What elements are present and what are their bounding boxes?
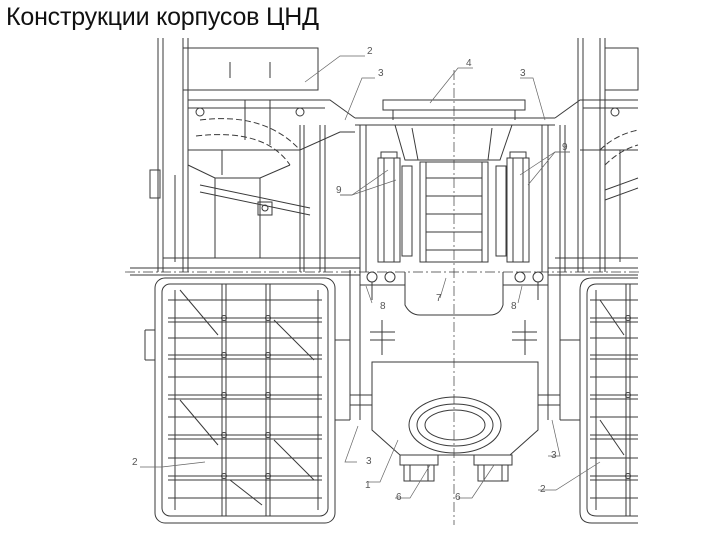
center-upper-body: [355, 99, 555, 272]
left-upper-frame: [130, 38, 360, 276]
right-lower-casing: [560, 277, 638, 524]
center-lower-body: [349, 270, 561, 456]
center-axis: [125, 70, 640, 525]
callout-2-top: 2: [367, 46, 373, 57]
callout-9-right: 9: [562, 142, 568, 153]
callout-4-top: 4: [466, 58, 472, 69]
callout-1: 1: [365, 480, 371, 491]
right-upper-frame: [548, 38, 639, 276]
callout-6-left: 6: [396, 492, 402, 503]
slide-title: Конструкции корпусов ЦНД: [6, 3, 319, 31]
callout-6-right: 6: [455, 492, 461, 503]
left-lower-casing: [144, 277, 350, 524]
callout-3-bottom-right: 3: [551, 450, 557, 461]
callout-8-right: 8: [511, 301, 517, 312]
callout-2-bottom-right: 2: [540, 484, 546, 495]
callout-3-bottom-left: 3: [366, 456, 372, 467]
callout-3-top-left: 3: [378, 68, 384, 79]
callouts: 2 3 4 3 9 9 8 7 8 2 3 1 6 6 3 2: [132, 46, 568, 503]
callout-9-left: 9: [336, 185, 342, 196]
callout-2-bottom-left: 2: [132, 457, 138, 468]
center-support: [360, 271, 548, 355]
leader-lines: [140, 55, 601, 499]
exhaust-nozzles: [399, 454, 513, 482]
callout-7: 7: [436, 293, 442, 304]
callout-8-left: 8: [380, 301, 386, 312]
callout-3-top-right: 3: [520, 68, 526, 79]
